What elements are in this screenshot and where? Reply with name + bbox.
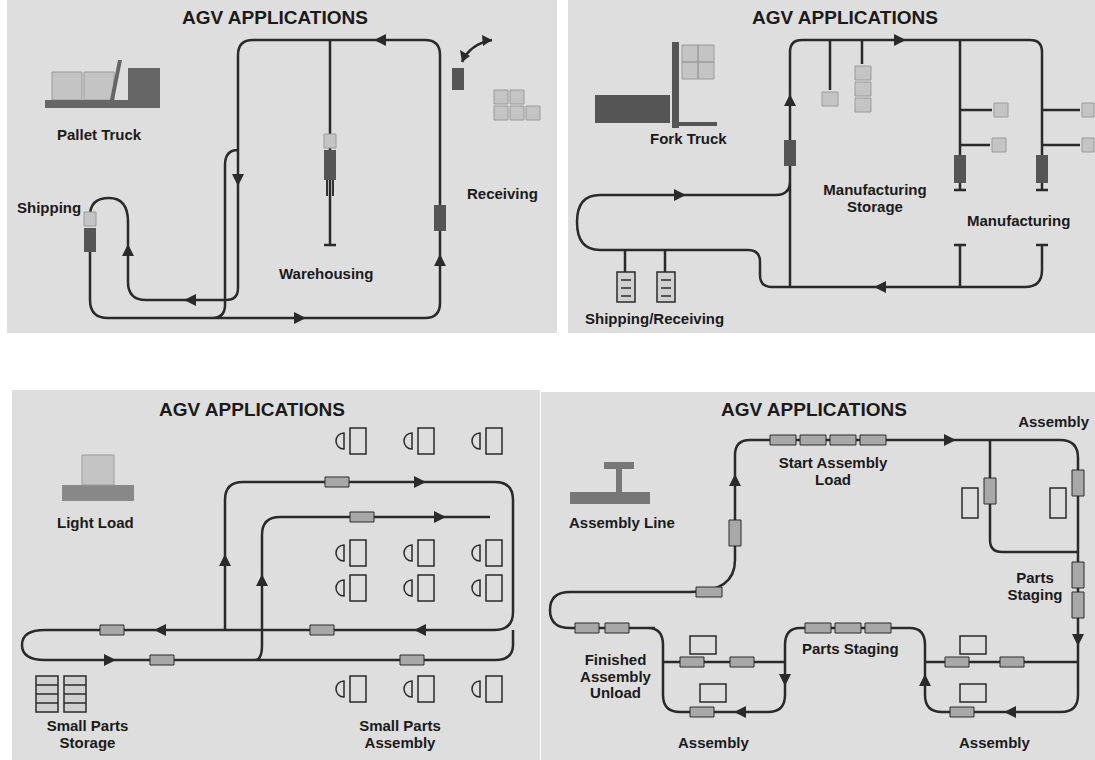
panel-title: AGV APPLICATIONS xyxy=(157,400,347,421)
station-label: Shipping xyxy=(15,200,83,217)
vehicle-label: Light Load xyxy=(55,515,136,532)
station-label: Shipping/Receiving xyxy=(583,311,726,328)
station-label: Parts Staging xyxy=(800,641,901,658)
station-label: Small Parts Assembly xyxy=(348,718,452,751)
application-panel: AGV APPLICATIONS Pallet TruckShipping Rece… xyxy=(7,0,557,333)
vehicle-label: Assembly Line xyxy=(567,515,677,532)
station-label: Assembly xyxy=(957,735,1032,752)
station-label: Warehousing xyxy=(277,266,375,283)
vehicle-label: Fork Truck xyxy=(648,131,729,148)
application-panel: AGV APPLICATIONS Light LoadSmall Parts St… xyxy=(12,390,540,760)
station-label: Finished Assembly Unload xyxy=(571,652,660,702)
station-label: Assembly xyxy=(1016,414,1091,431)
application-panel: AGV APPLICATIONS Assembly Line Start Assem… xyxy=(541,392,1095,760)
panel-title: AGV APPLICATIONS xyxy=(750,8,940,29)
application-panel: AGV APPLICATIONS Fork TruckManufacturing … xyxy=(568,0,1095,333)
vehicle-label: Pallet Truck xyxy=(55,127,143,144)
station-label: Small Parts Storage xyxy=(38,718,137,751)
panel-title: AGV APPLICATIONS xyxy=(180,8,370,29)
station-label: Parts Staging xyxy=(999,570,1071,603)
station-label: Start Assembly Load xyxy=(766,455,900,488)
panel-title: AGV APPLICATIONS xyxy=(719,400,909,421)
station-label: Manufacturing xyxy=(965,213,1072,230)
station-label: Assembly xyxy=(676,735,751,752)
station-label: Manufacturing Storage xyxy=(813,182,937,215)
station-label: Receiving xyxy=(465,186,540,203)
